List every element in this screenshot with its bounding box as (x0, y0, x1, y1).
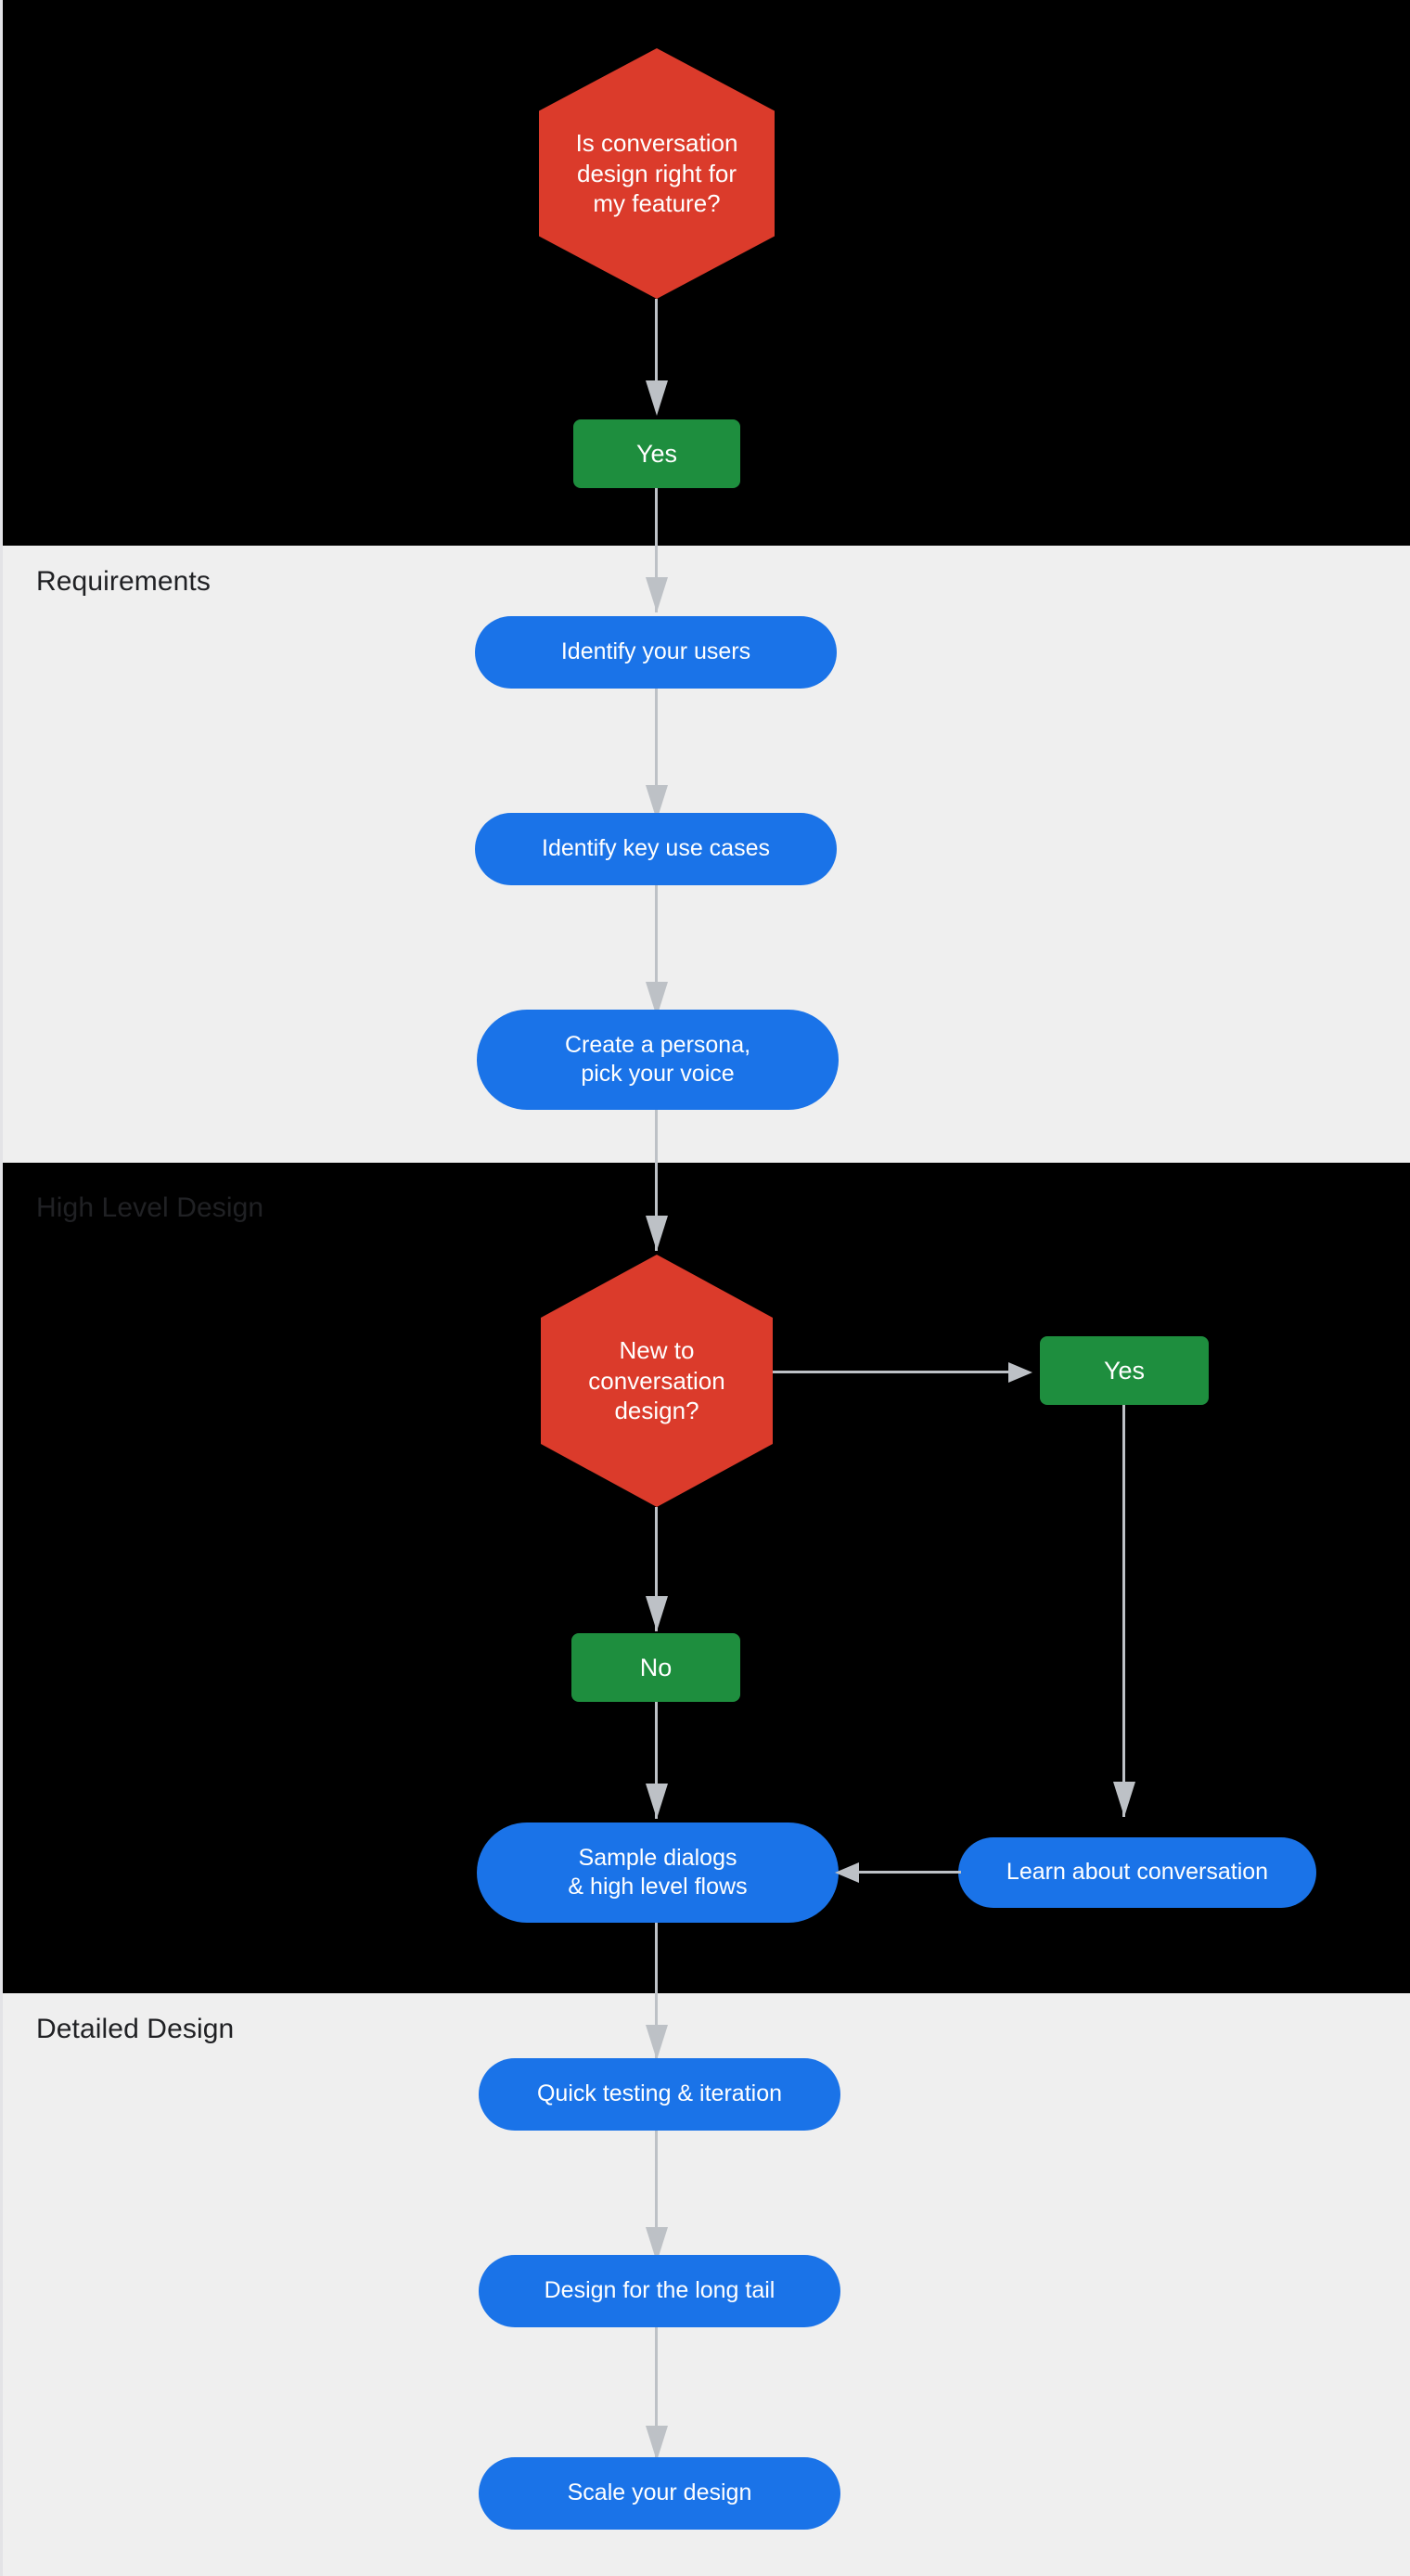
step-node-label: Identify key use cases (542, 835, 770, 862)
step-node-label: Quick testing & iteration (536, 2080, 782, 2107)
step-node-scale-your-design[interactable]: Scale your design (479, 2457, 840, 2530)
section-title-high-level-design: High Level Design (36, 1192, 264, 1223)
step-node-label: Scale your design (567, 2479, 752, 2506)
step-node-label: Learn about conversation (1006, 1859, 1269, 1886)
step-node-label: Design for the long tail (544, 2277, 776, 2304)
connector-usecases-to-persona (655, 885, 658, 1017)
connector-learn-to-sample-dialogs (852, 1871, 961, 1874)
connector-yes2-to-learn-conversation (1122, 1405, 1125, 1817)
arrowhead-persona-to-decision2 (646, 1216, 668, 1251)
step-node-identify-key-use-cases[interactable]: Identify key use cases (475, 813, 837, 885)
connector-long-tail-to-scale-design (655, 2327, 658, 2459)
connector-decision2-to-yes2 (773, 1371, 1014, 1373)
connector-decision1-to-yes1 (655, 299, 658, 408)
step-node-quick-testing-iteration[interactable]: Quick testing & iteration (479, 2058, 840, 2131)
answer-node-label: No (639, 1653, 673, 1681)
connector-sample-dialogs-to-quick-testing (655, 1923, 658, 2060)
arrowhead-decision2-to-no (646, 1596, 668, 1631)
connector-identify-users-to-usecases (655, 689, 658, 820)
arrowhead-sample-dialogs-to-quick-testing (646, 2025, 668, 2060)
arrowhead-learn-to-sample-dialogs (835, 1862, 859, 1883)
answer-node-yes-top[interactable]: Yes (573, 419, 740, 488)
answer-node-label: Yes (635, 439, 678, 468)
connector-yes1-to-identify-users (655, 488, 658, 612)
decision-node-label: Is conversation design right for my feat… (575, 128, 738, 218)
arrowhead-no-to-sample-dialogs (646, 1784, 668, 1819)
answer-node-label: Yes (1103, 1356, 1146, 1385)
step-node-label: Sample dialogs & high level flows (568, 1844, 748, 1900)
answer-node-yes-right[interactable]: Yes (1040, 1336, 1209, 1405)
decision-node-label: New to conversation design? (588, 1335, 725, 1425)
step-node-learn-about-conversation[interactable]: Learn about conversation (958, 1837, 1316, 1908)
connector-persona-to-decision2 (655, 1110, 658, 1251)
connector-quick-testing-to-long-tail (655, 2131, 658, 2262)
step-node-label: Create a persona, pick your voice (564, 1031, 751, 1088)
connector-no-to-sample-dialogs (655, 1702, 658, 1819)
step-node-sample-dialogs-high-level-flows[interactable]: Sample dialogs & high level flows (477, 1823, 839, 1923)
arrowhead-long-tail-to-scale-design (646, 2426, 668, 2461)
decision-node-new-to-conversation-design[interactable]: New to conversation design? (541, 1255, 773, 1507)
step-node-identify-your-users[interactable]: Identify your users (475, 616, 837, 689)
arrowhead-decision1-to-yes1 (646, 380, 668, 416)
section-title-requirements: Requirements (36, 566, 211, 597)
answer-node-no[interactable]: No (571, 1633, 740, 1702)
arrowhead-yes1-to-identify-users (646, 577, 668, 612)
arrowhead-decision2-to-yes2 (1008, 1362, 1032, 1383)
step-node-design-for-long-tail[interactable]: Design for the long tail (479, 2255, 840, 2327)
step-node-label: Identify your users (560, 638, 751, 665)
arrowhead-yes2-to-learn-conversation (1113, 1782, 1135, 1817)
step-node-create-persona-pick-voice[interactable]: Create a persona, pick your voice (477, 1010, 839, 1110)
section-title-detailed-design: Detailed Design (36, 2014, 235, 2044)
connector-decision2-to-no (655, 1507, 658, 1631)
